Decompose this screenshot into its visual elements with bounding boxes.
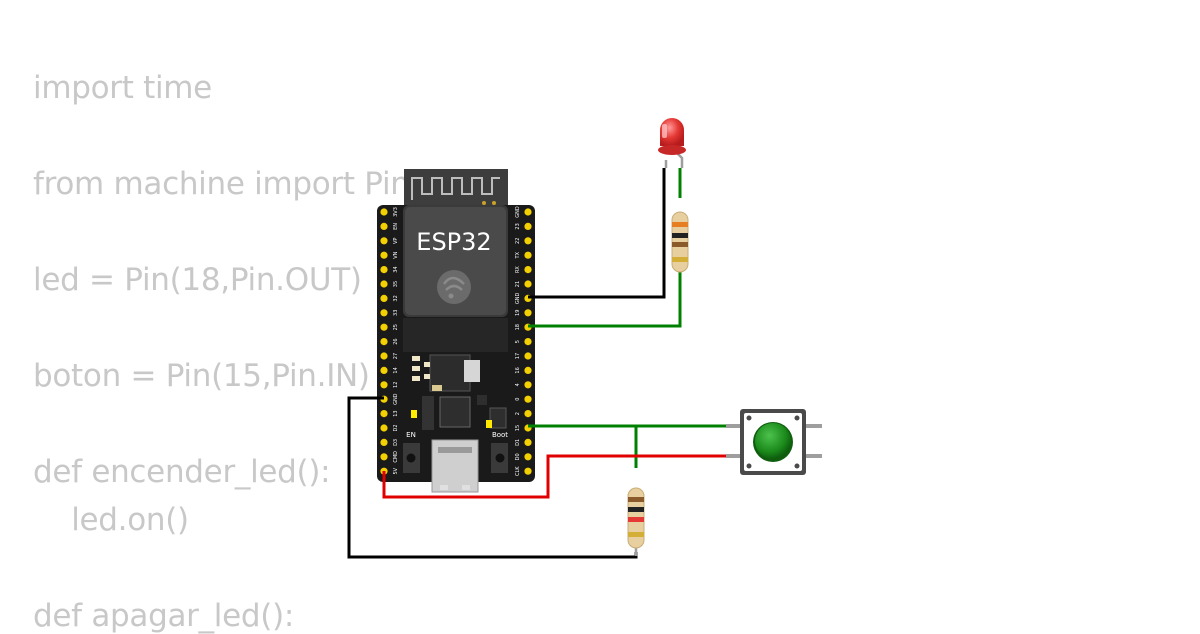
left-pin-label: EN: [393, 223, 399, 230]
right-pin-gnd[interactable]: [524, 208, 532, 216]
left-pin-label: 14: [393, 367, 399, 373]
right-pin-label: GND: [515, 206, 521, 218]
right-pin-label: 21: [515, 281, 521, 287]
left-pin-25[interactable]: [380, 323, 388, 331]
right-pin-clk[interactable]: [524, 467, 532, 475]
left-pin-label: VN: [393, 251, 399, 258]
right-pin-2[interactable]: [524, 410, 532, 418]
left-pin-label: 33: [393, 310, 399, 316]
right-pin-label: 18: [515, 324, 521, 330]
code-line-import-time: import time: [33, 70, 212, 106]
left-pin-label: VP: [393, 238, 399, 244]
antenna-trace: [411, 177, 500, 200]
left-pin-label: 5V: [393, 467, 399, 474]
right-pin-rx[interactable]: [524, 266, 532, 274]
right-pin-label: GND: [515, 293, 521, 305]
right-pin-label: RX: [515, 266, 521, 273]
right-pin-label: 23: [515, 223, 521, 229]
left-pin-d3[interactable]: [380, 438, 388, 446]
left-pin-label: CMD: [393, 451, 399, 463]
resistor-led[interactable]: [671, 211, 689, 273]
right-pin-label: 19: [515, 310, 521, 316]
left-pin-26[interactable]: [380, 338, 388, 346]
right-pin-label: 17: [515, 353, 521, 359]
code-line-led-on: led.on(): [33, 502, 189, 538]
code-line-import-pin: from machine import Pin: [33, 166, 410, 202]
right-pin-label: 2: [515, 412, 521, 415]
left-pin-label: 26: [393, 338, 399, 344]
right-pin-4[interactable]: [524, 381, 532, 389]
left-pin-14[interactable]: [380, 366, 388, 374]
power-led: [411, 410, 417, 418]
button-cap[interactable]: [755, 423, 791, 459]
code-line-led-def: led = Pin(18,Pin.OUT): [33, 262, 362, 298]
code-line-apagar-def: def apagar_led():: [33, 598, 295, 634]
left-pin-label: 34: [393, 266, 399, 272]
right-pin-label: CLK: [515, 466, 521, 476]
usb-uart-chip: [439, 396, 471, 428]
resistor-pulldown[interactable]: [627, 487, 645, 556]
left-pin-13[interactable]: [380, 410, 388, 418]
left-pin-3v3[interactable]: [380, 208, 388, 216]
left-pin-27[interactable]: [380, 352, 388, 360]
left-pin-cmd[interactable]: [380, 453, 388, 461]
left-pin-label: 25: [393, 324, 399, 330]
esp32-board[interactable]: ESP32 EN: [377, 169, 535, 493]
code-line-boton-def: boton = Pin(15,Pin.IN): [33, 358, 370, 394]
right-pin-17[interactable]: [524, 352, 532, 360]
left-pin-33[interactable]: [380, 309, 388, 317]
left-pin-label: 27: [393, 353, 399, 359]
wire-led-cathode-gnd[interactable]: [528, 168, 666, 299]
right-pin-label: 5: [515, 340, 521, 343]
left-pin-34[interactable]: [380, 266, 388, 274]
left-pin-label: 12: [393, 382, 399, 388]
en-label: EN: [406, 431, 416, 439]
right-pin-16[interactable]: [524, 366, 532, 374]
left-pin-vp[interactable]: [380, 237, 388, 245]
left-pin-d2[interactable]: [380, 424, 388, 432]
ldo-chip: [464, 360, 480, 382]
right-pin-d1[interactable]: [524, 438, 532, 446]
board-name: ESP32: [416, 228, 491, 256]
left-pin-en[interactable]: [380, 222, 388, 230]
right-pin-23[interactable]: [524, 222, 532, 230]
espressif-logo-icon: [437, 270, 471, 304]
right-pin-label: D1: [515, 439, 521, 446]
left-pin-32[interactable]: [380, 294, 388, 302]
code-line-encender-def: def encender_led():: [33, 454, 331, 490]
right-pin-d0[interactable]: [524, 453, 532, 461]
right-pin-0[interactable]: [524, 395, 532, 403]
left-pin-12[interactable]: [380, 381, 388, 389]
push-button[interactable]: [726, 409, 822, 475]
left-pin-label: 13: [393, 410, 399, 416]
right-pin-21[interactable]: [524, 280, 532, 288]
right-pin-label: 22: [515, 238, 521, 244]
right-pin-19[interactable]: [524, 309, 532, 317]
red-led[interactable]: [658, 118, 686, 168]
right-pin-tx[interactable]: [524, 251, 532, 259]
right-pin-label: 15: [515, 425, 521, 431]
right-pin-label: D0: [515, 453, 521, 460]
right-pin-label: TX: [515, 251, 521, 259]
wire-pin18-resistor[interactable]: [528, 264, 682, 328]
boot-label: Boot: [492, 431, 508, 439]
left-pin-label: 32: [393, 295, 399, 301]
wire-3v3-button[interactable]: [382, 454, 726, 499]
left-pin-vn[interactable]: [380, 251, 388, 259]
right-pin-5[interactable]: [524, 338, 532, 346]
left-pin-label: 3V3: [393, 207, 399, 217]
right-pin-label: 4: [515, 383, 521, 386]
right-pin-label: 0: [515, 398, 521, 401]
left-pin-35[interactable]: [380, 280, 388, 288]
left-pin-label: D3: [393, 439, 399, 446]
left-pin-label: 35: [393, 281, 399, 287]
right-pin-label: 16: [515, 367, 521, 373]
right-pin-22[interactable]: [524, 237, 532, 245]
left-pin-label: D2: [393, 424, 399, 431]
left-pin-label: GND: [393, 393, 399, 405]
